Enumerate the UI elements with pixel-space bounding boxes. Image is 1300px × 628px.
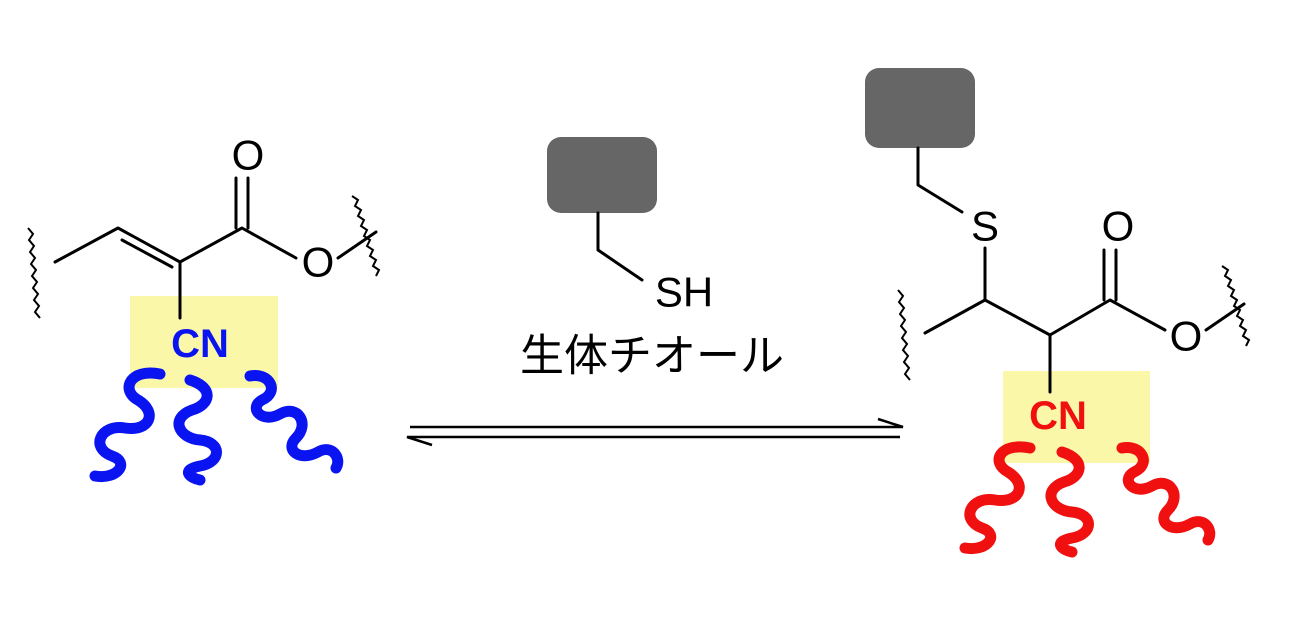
reverse-arrow: [406, 435, 900, 447]
side-chain: [1116, 442, 1216, 546]
biomolecule-block: [547, 137, 657, 213]
wavy-bond-right: [1221, 265, 1251, 347]
ester-oxygen: O: [302, 239, 335, 286]
product-molecule: S O O CN: [865, 68, 1251, 558]
side-chains: [959, 441, 1216, 558]
thiol-bond: [596, 211, 644, 282]
thioether-linker: [916, 146, 964, 214]
wavy-bond-left: [897, 289, 911, 381]
forward-arrow: [410, 417, 904, 429]
equilibrium-arrows: [406, 417, 904, 447]
side-chain: [959, 441, 1036, 555]
reactant-molecule: O O CN: [27, 132, 381, 486]
backbone-bonds: [923, 298, 1167, 337]
carbonyl-oxygen: O: [1102, 203, 1135, 250]
alkene-double-bond: [120, 238, 174, 269]
sulfur-atom: S: [971, 203, 999, 250]
thiol-group: SH: [655, 269, 713, 316]
side-chain: [244, 370, 344, 474]
carbonyl-bond: [1102, 248, 1118, 302]
wavy-bond-left: [27, 227, 41, 319]
backbone-bonds: [53, 226, 298, 264]
carbonyl-oxygen: O: [232, 132, 265, 179]
reagent: SH 生体チオール: [520, 137, 784, 382]
carbonyl-bond: [234, 176, 250, 230]
ester-oxygen: O: [1170, 313, 1203, 360]
side-chain: [173, 374, 222, 486]
side-chain: [89, 367, 166, 483]
side-chain: [1045, 446, 1094, 558]
nitrile-group: CN: [1029, 394, 1087, 438]
biomolecule-block: [865, 68, 975, 148]
ester-bond: [336, 230, 378, 260]
nitrile-group: CN: [171, 322, 229, 366]
wavy-bond-right: [351, 195, 381, 277]
reagent-label: 生体チオール: [520, 331, 784, 382]
side-chains: [89, 367, 344, 486]
